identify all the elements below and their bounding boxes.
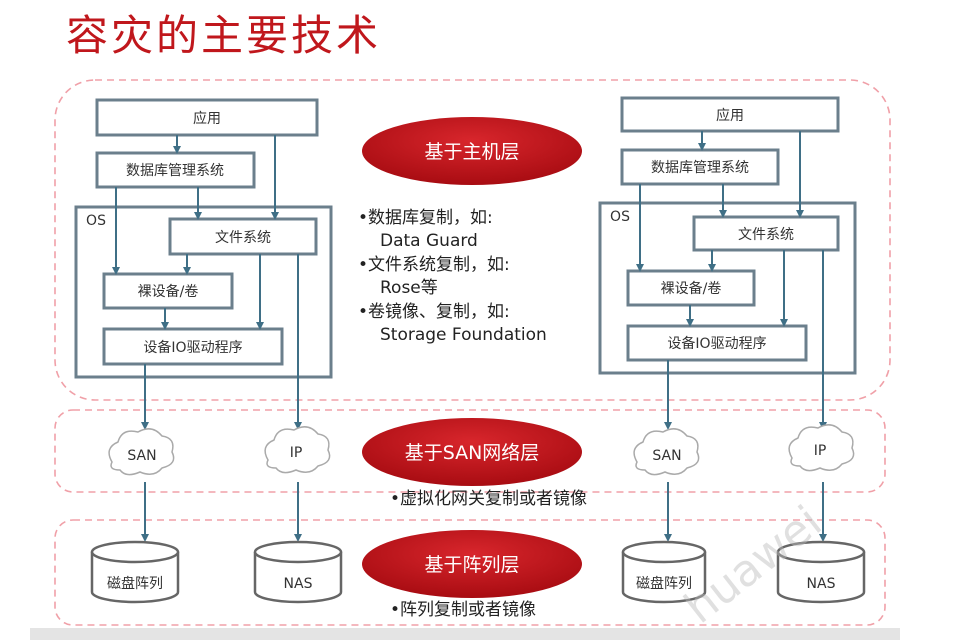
san-cloud-icon: SAN [108,428,175,476]
svg-text:裸设备/卷: 裸设备/卷 [661,280,722,297]
dbms-label: 数据库管理系统 [126,163,224,179]
host-layer-bullets: •数据库复制，如: Data Guard •文件系统复制，如: Rose等 •卷… [358,208,547,345]
svg-text:基于主机层: 基于主机层 [424,141,519,163]
svg-text:基于阵列层: 基于阵列层 [424,554,519,576]
nas-icon: NAS [253,540,343,604]
svg-text:IP: IP [814,443,827,459]
dbms-box [95,151,256,189]
san-cloud-icon: SAN [633,428,700,476]
raw-volume-label: 裸设备/卷 [138,283,199,300]
io-driver-label: 设备IO驱动程序 [143,339,242,356]
os-label: OS [86,213,106,229]
disk-array-icon: 磁盘阵列 [90,540,180,604]
ip-cloud-icon: IP [264,426,331,474]
array-layer-bullet: •阵列复制或者镜像 [390,600,536,620]
array-layer-zone [54,519,886,626]
dbms-box [620,148,780,186]
bottom-bar [30,628,900,640]
svg-text:OS: OS [610,209,630,225]
page-title: 容灾的主要技术 [66,11,382,60]
app-box [620,96,840,133]
array-layer-badge: 基于阵列层 [362,530,582,598]
san-layer-badge: 基于SAN网络层 [362,418,582,486]
svg-text:•卷镜像、复制，如:: •卷镜像、复制，如: [358,302,510,322]
io-driver-box [626,324,808,362]
fs-box [168,217,318,256]
app-label: 应用 [193,110,221,127]
app-box [95,98,319,137]
svg-text:基于SAN网络层: 基于SAN网络层 [405,442,540,464]
svg-text:SAN: SAN [652,448,681,464]
svg-text:磁盘阵列: 磁盘阵列 [107,575,163,592]
left-host-stack: OS 应用 数据库管理系统 文件系统 裸设备/卷 设备IO驱动程序 SAN IP [74,98,343,604]
svg-text:Data Guard: Data Guard [380,231,478,251]
io-driver-box [102,327,284,366]
raw-volume-box [102,272,234,310]
svg-text:NAS: NAS [807,576,836,592]
svg-text:文件系统: 文件系统 [738,227,794,243]
right-host-stack: OS 应用 数据库管理系统 文件系统 裸设备/卷 设备IO驱动程序 SAN IP [598,96,866,604]
nas-icon: NAS [776,540,866,604]
svg-text:Storage Foundation: Storage Foundation [380,325,547,345]
fs-label: 文件系统 [215,230,271,246]
svg-text:数据库管理系统: 数据库管理系统 [651,160,749,176]
svg-text:NAS: NAS [284,576,313,592]
san-layer-bullet: •虚拟化网关复制或者镜像 [390,489,587,509]
host-layer-badge: 基于主机层 [362,117,582,185]
svg-text:应用: 应用 [716,107,744,124]
disk-array-icon: 磁盘阵列 [621,540,707,604]
san-layer-zone [54,409,886,493]
fs-box [692,215,840,252]
os-box [598,201,857,375]
host-layer-zone [54,79,891,401]
svg-text:SAN: SAN [127,448,156,464]
ip-cloud-icon: IP [788,424,855,472]
svg-text:设备IO驱动程序: 设备IO驱动程序 [667,335,766,352]
svg-text:•数据库复制，如:: •数据库复制，如: [358,208,493,228]
svg-text:IP: IP [290,445,303,461]
os-box [74,205,333,379]
svg-text:Rose等: Rose等 [380,278,438,298]
svg-text:磁盘阵列: 磁盘阵列 [636,575,692,592]
svg-text:•文件系统复制，如:: •文件系统复制，如: [358,255,510,275]
